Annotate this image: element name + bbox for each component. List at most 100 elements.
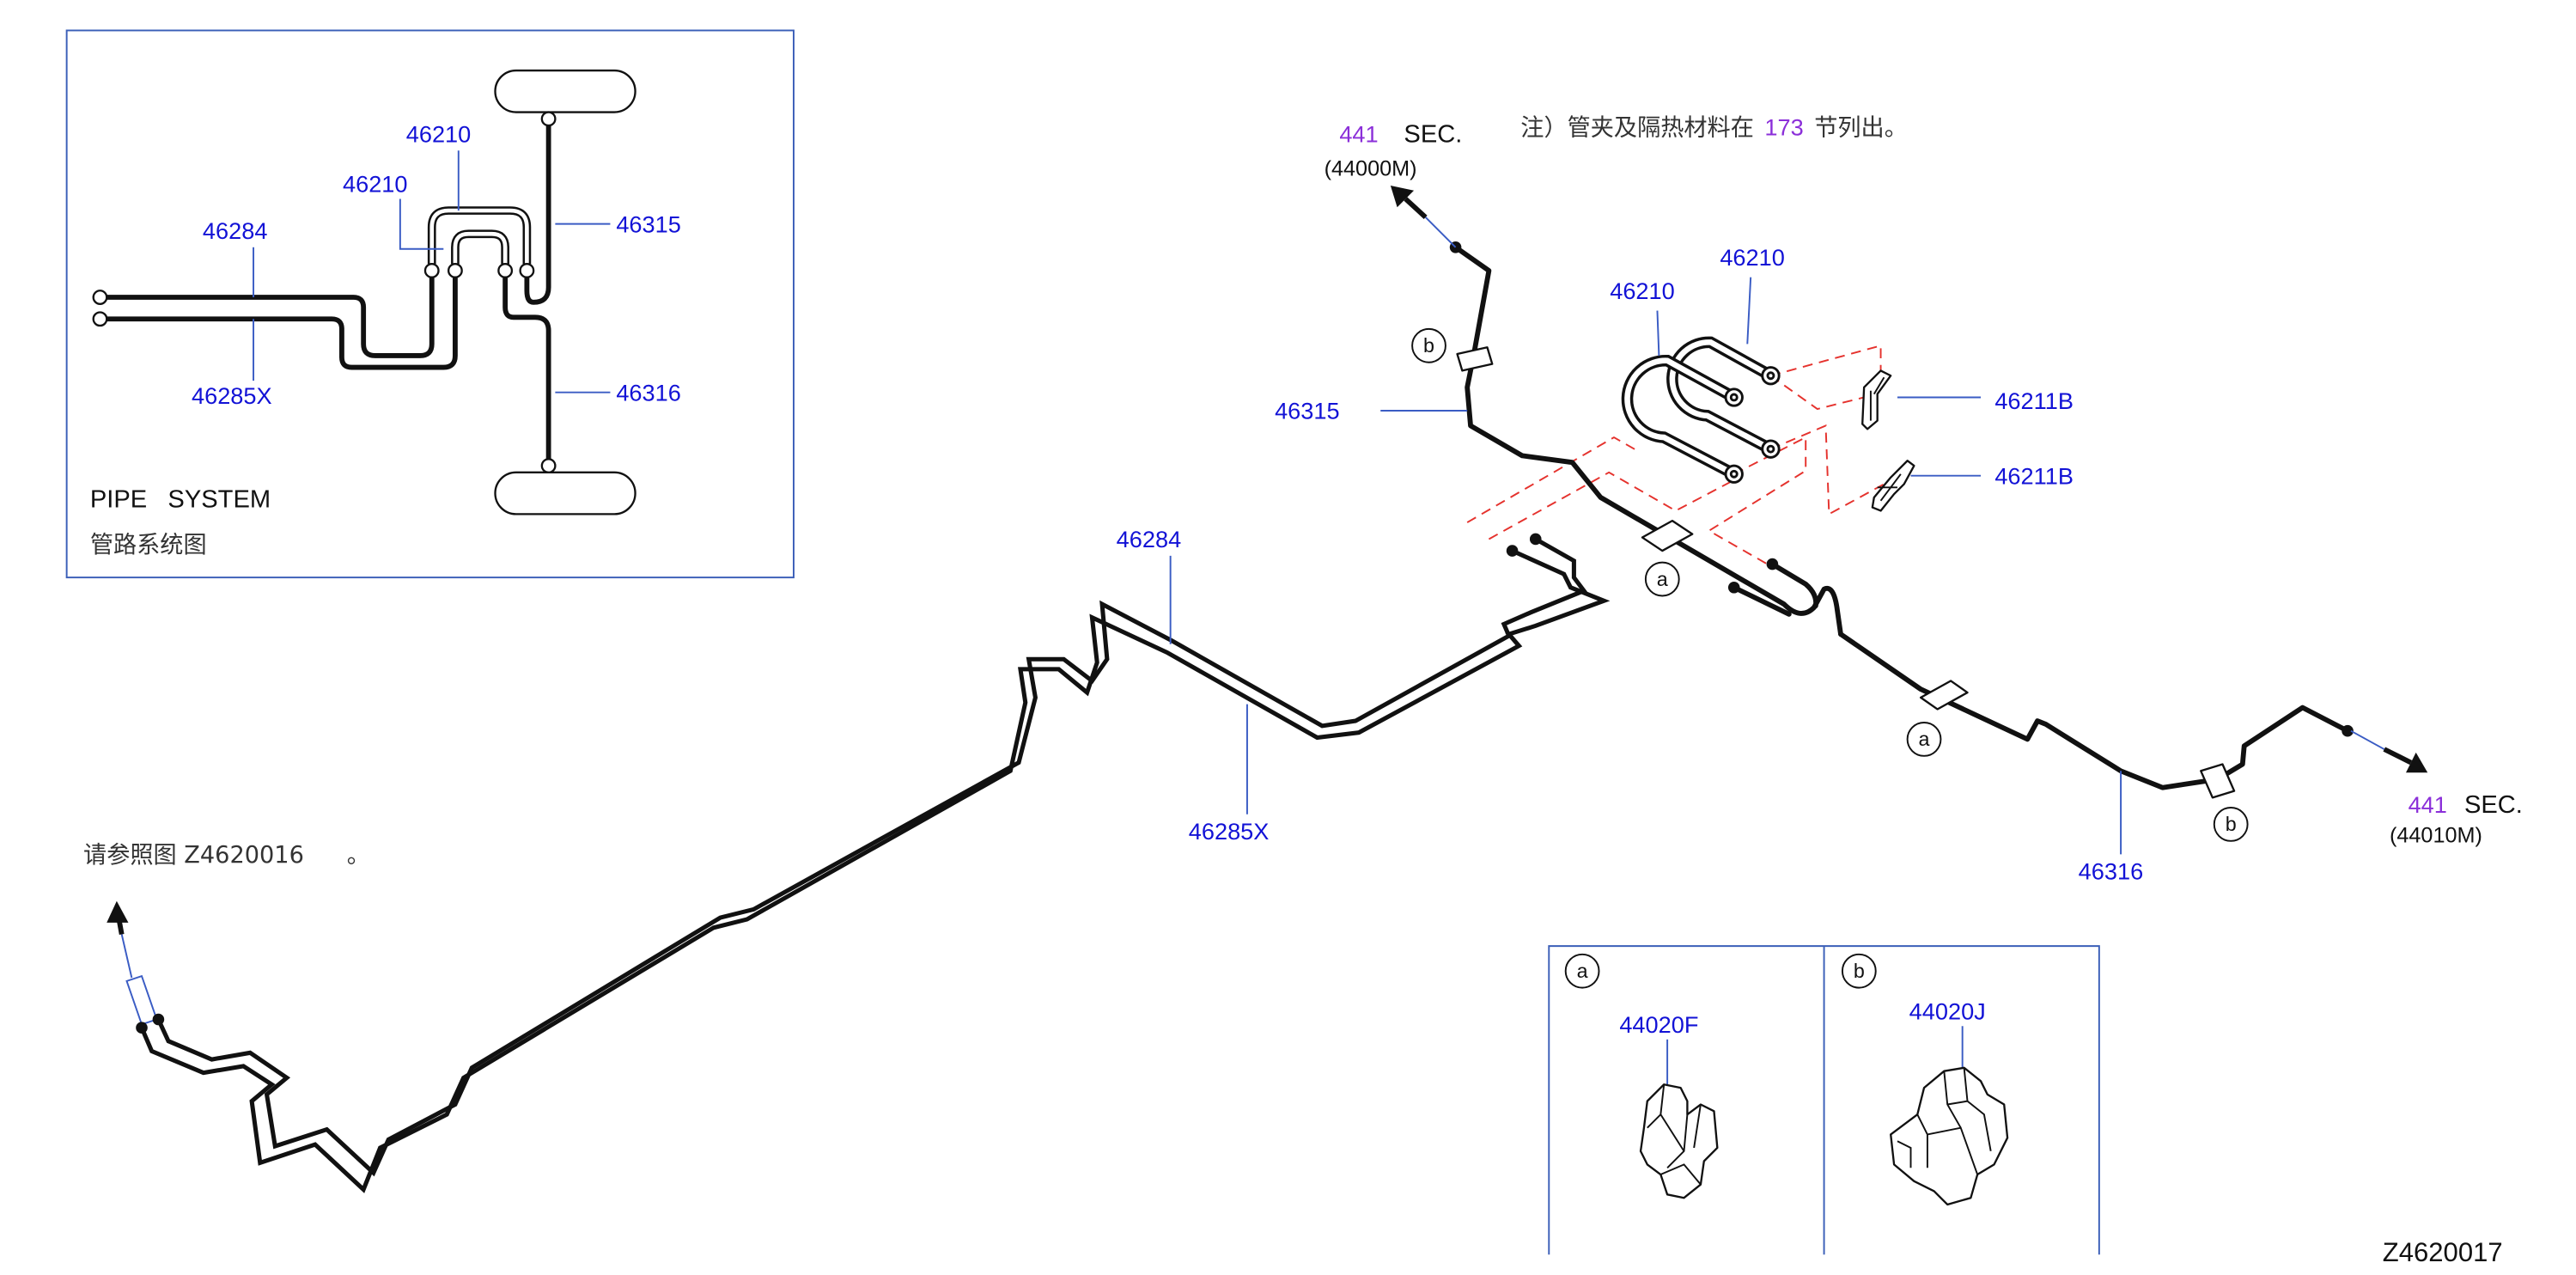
clip-marker-b: b (2213, 807, 2249, 842)
leader-line (120, 934, 133, 979)
leader-line (1656, 310, 1660, 356)
part-label-46285x[interactable]: 46285X (1189, 818, 1270, 845)
part-label-46211b[interactable]: 46211B (1994, 462, 2074, 489)
pipe-system-inset: 46210 46210 46284 46315 46316 46285X PIP… (65, 29, 795, 579)
tube-fitting-bore (1766, 371, 1775, 381)
clip-44020f-detail (1647, 1084, 1702, 1186)
marker-letter: b (2226, 813, 2237, 835)
inset-frame (65, 29, 795, 579)
inset-title: PIPE SYSTEM (90, 486, 271, 514)
tube-fitting-bore (1729, 393, 1739, 402)
section-reference-rear[interactable]: 441 SEC. (44010M) (2390, 791, 2523, 848)
inset-tube-46210-inner-core (453, 231, 508, 265)
pipe-end-point (1727, 581, 1740, 594)
section-reference-front[interactable]: 441 SEC. (44000M) (1325, 120, 1463, 180)
clip-markers: b a a b (1411, 327, 2249, 842)
marker-circle (1644, 561, 1680, 597)
pipe-46316 (1838, 631, 2350, 790)
marker-circle (1841, 953, 1877, 989)
flow-arrow-icon (2406, 752, 2428, 773)
clip-46211b-detail (1877, 473, 1902, 502)
leader-line (1424, 217, 1457, 248)
u-tube-46210-small-core (1669, 339, 1774, 452)
inset-connector (447, 263, 463, 278)
part-label-46285x[interactable]: 46285X (192, 382, 272, 409)
clip-46211b-detail (1869, 376, 1885, 421)
tube-fitting-bore (1766, 444, 1775, 454)
marker-circle (1564, 953, 1600, 989)
clip-marker-b: b (1411, 327, 1446, 363)
section-code: (44000M) (1325, 156, 1417, 180)
inset-connector-points (92, 111, 557, 473)
part-label-46316[interactable]: 46316 (616, 379, 681, 406)
pipe-joint-stub (1731, 584, 1792, 617)
inset-tube-46210-outer-core (429, 208, 529, 265)
inset-subtitle: 管路系统图 (90, 532, 207, 558)
pipe-end-point (136, 1022, 148, 1034)
pipe-end-point (2342, 724, 2354, 737)
pipe-clip (1919, 680, 1969, 711)
exploded-view-guides (1466, 345, 1885, 565)
rear-wheel-icon (494, 471, 636, 515)
inset-connector (423, 263, 440, 278)
marker-circle (1411, 327, 1446, 363)
main-leader-lines (1169, 277, 2122, 855)
clip-cell-b: b 44020J (1841, 953, 2009, 1206)
pipe-clip (1456, 346, 1494, 372)
inset-connector (540, 111, 557, 127)
clip-44020f-shape (1639, 1083, 1719, 1199)
part-label-46210[interactable]: 46210 (1720, 244, 1785, 271)
part-label-46210[interactable]: 46210 (343, 171, 408, 198)
inset-connector (92, 311, 108, 327)
marker-letter: b (1854, 960, 1865, 982)
part-label-44020f[interactable]: 44020F (1619, 1011, 1698, 1038)
clip-note: 注）管夹及隔热材料在 173 节列出。 (1520, 114, 1908, 142)
pipe-end-points (1449, 241, 2354, 737)
leader-line (1746, 277, 1752, 345)
section-number[interactable]: 441 (1339, 120, 1378, 147)
note-before: 注）管夹及隔热材料在 (1520, 115, 1754, 142)
front-wheel-icon (494, 69, 636, 113)
pipe-clip (2200, 763, 2236, 799)
figure-id: Z4620017 (2383, 1237, 2503, 1267)
flow-arrow-icon (107, 900, 129, 923)
figure-reference-end: 。 (347, 842, 370, 869)
section-number[interactable]: 441 (2409, 791, 2447, 818)
inset-tube-46210-inner (451, 229, 510, 265)
part-label-46210[interactable]: 46210 (1610, 278, 1675, 304)
part-label-46210[interactable]: 46210 (406, 120, 472, 147)
explode-guide (1707, 436, 1807, 565)
section-text: SEC. (2464, 791, 2523, 819)
part-label-46284[interactable]: 46284 (1117, 526, 1182, 552)
explode-guide (1770, 424, 1885, 515)
marker-circle (1906, 722, 1942, 757)
part-label-44020j[interactable]: 44020J (1909, 998, 1986, 1025)
inset-connector (540, 458, 557, 473)
clip-cell-a: a 44020F (1564, 953, 1719, 1199)
explode-guide (1488, 471, 1743, 540)
clip-46211b-upper (1861, 369, 1892, 430)
inset-pipe-46316 (502, 274, 551, 462)
rear-brake-outlet (2350, 729, 2428, 773)
leader-line (2350, 729, 2385, 750)
clip-marker-a: a (1644, 561, 1680, 597)
part-label-46315[interactable]: 46315 (616, 210, 681, 237)
inset-connector (497, 263, 514, 278)
inset-pipe-46285x (104, 274, 458, 370)
clip-marker-a: a (1906, 722, 1942, 757)
part-label-46211b[interactable]: 46211B (1994, 387, 2074, 414)
marker-letter: a (1919, 728, 1930, 750)
explode-guide (1769, 375, 1865, 411)
section-text: SEC. (1404, 120, 1462, 148)
flow-arrow-shaft (1404, 197, 1428, 219)
u-tubes-46210 (1621, 336, 1781, 484)
pipe-end-point (1506, 545, 1519, 557)
marker-letter: a (1577, 960, 1588, 982)
note-section-number[interactable]: 173 (1764, 114, 1803, 141)
part-label-46284[interactable]: 46284 (203, 217, 268, 244)
part-label-46316[interactable]: 46316 (2079, 857, 2144, 884)
part-label-46315[interactable]: 46315 (1275, 398, 1340, 424)
figure-reference[interactable]: 请参照图 Z4620016 (83, 842, 304, 869)
explode-guide (1466, 436, 1638, 523)
